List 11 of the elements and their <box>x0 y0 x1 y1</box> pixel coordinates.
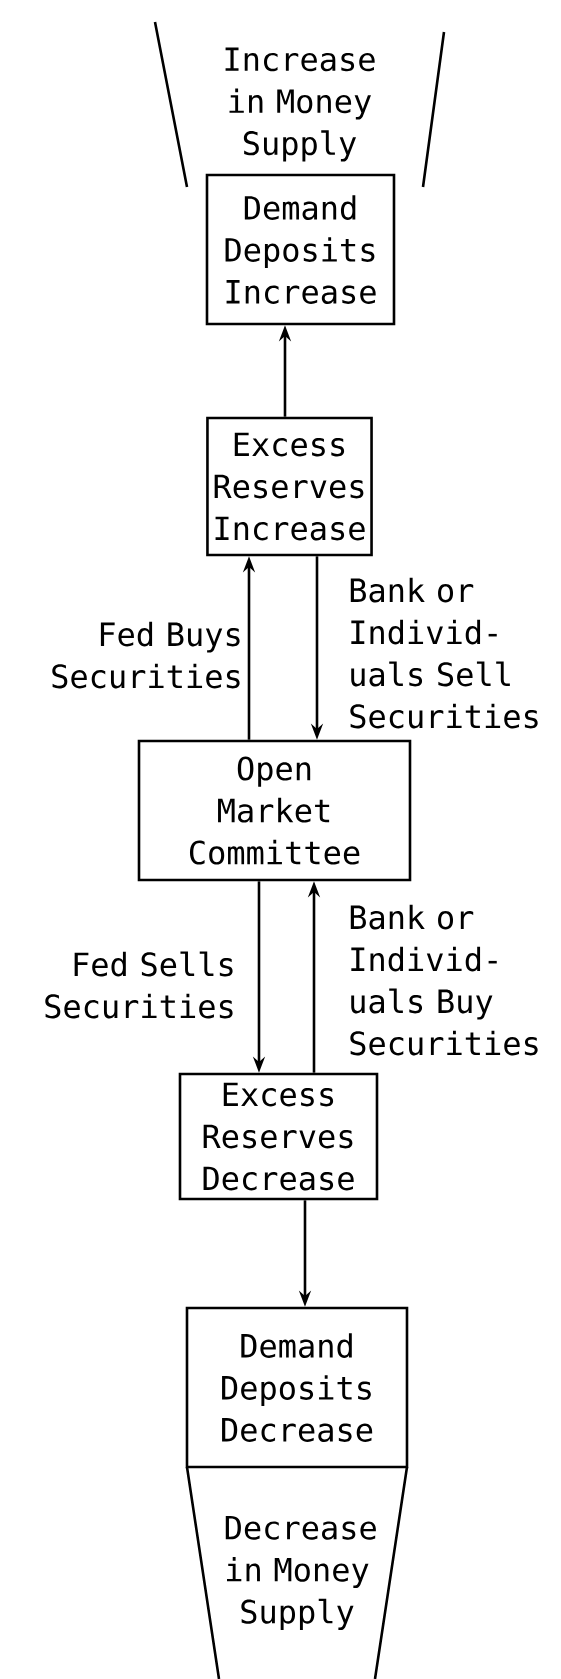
process-box: Excess Reserves Decrease <box>178 1072 379 1201</box>
edge-label: Fed Buys Securities <box>52 621 240 689</box>
process-box: Excess Reserves Increase <box>206 416 373 557</box>
edge-label: Bank or Individ- uals Sell Securities <box>350 577 538 729</box>
funnel: Increase in Money Supply <box>153 20 446 189</box>
process-box: Demand Deposits Increase <box>205 173 396 326</box>
funnel: Decrease in Money Supply <box>185 1465 409 1679</box>
edge-label: Fed Sells Securities <box>45 951 233 1019</box>
process-box: Open Market Committee <box>137 739 412 882</box>
edge-label: Bank or Individ- uals Buy Securities <box>350 904 538 1056</box>
process-box: Demand Deposits Decrease <box>185 1306 409 1469</box>
